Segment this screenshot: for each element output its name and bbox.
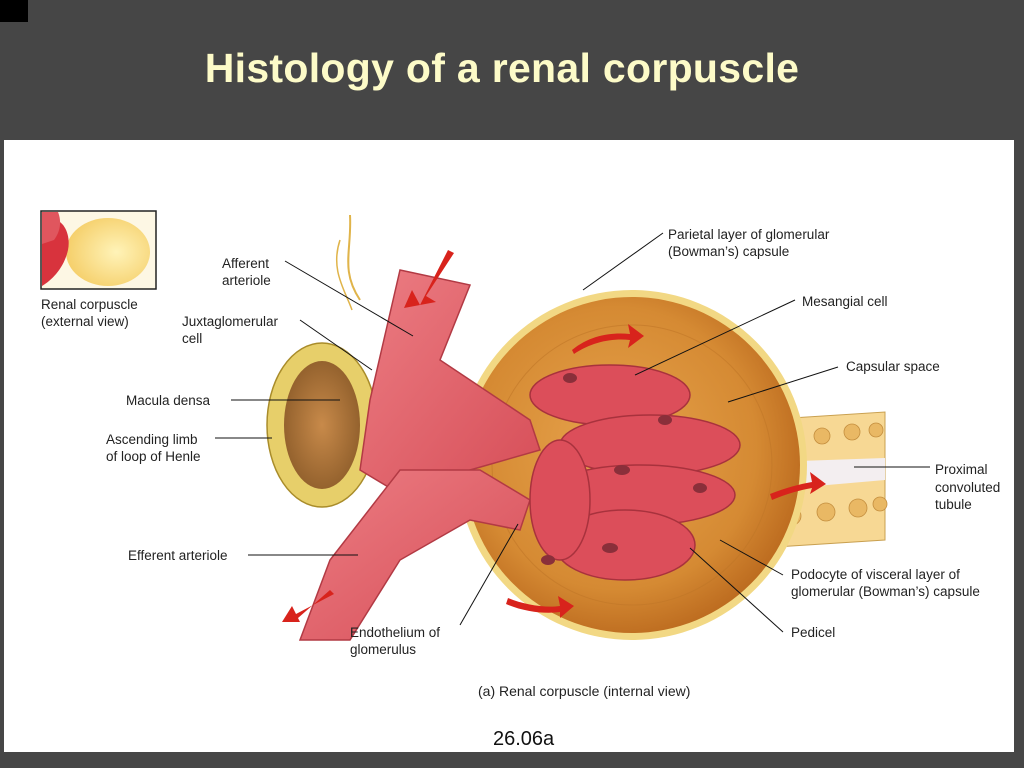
macula-densa-label: Macula densa: [126, 393, 211, 408]
capsular-space-label: Capsular space: [846, 359, 940, 374]
proximal-tubule-label-line3: tubule: [935, 497, 972, 512]
endothelium-label-line2: glomerulus: [350, 642, 417, 657]
efferent-arteriole-label: Efferent arteriole: [128, 548, 228, 563]
podocyte-label-line2: glomerular (Bowman’s) capsule: [791, 584, 980, 599]
parietal-layer-label-line1: Parietal layer of glomerular: [668, 227, 830, 242]
arterioles: [298, 214, 541, 641]
parietal-layer-label-line2: (Bowman’s) capsule: [668, 244, 790, 259]
slide-title: Histology of a renal corpuscle: [204, 45, 800, 91]
ascending-limb-cross-section: [266, 342, 378, 508]
juxtaglomerular-label-line1: Juxtaglomerular: [182, 314, 279, 329]
inset-label-subtitle: (external view): [41, 314, 129, 329]
podocyte-label-line1: Podocyte of visceral layer of: [791, 567, 960, 582]
glomerulus: [529, 364, 741, 581]
proximal-tubule-label-line2: convoluted: [935, 480, 1001, 495]
ascending-limb-label-line1: Ascending limb: [106, 432, 198, 447]
afferent-arteriole-label-line1: Afferent: [222, 256, 270, 271]
ascending-limb-label-line2: of loop of Henle: [106, 449, 201, 464]
mesangial-cells: [541, 373, 707, 565]
flow-arrows: [282, 250, 826, 622]
figure-caption: (a) Renal corpuscle (internal view): [478, 683, 691, 699]
inset-label-title: Renal corpuscle: [41, 297, 138, 312]
endothelium-label-line1: Endothelium of: [350, 625, 441, 640]
juxtaglomerular-label-line2: cell: [182, 331, 203, 346]
afferent-arteriole-label-line2: arteriole: [222, 273, 271, 288]
corner-mark: [0, 0, 28, 22]
figure-number: 26.06a: [493, 728, 555, 750]
mesangial-cell-label: Mesangial cell: [802, 294, 888, 309]
pedicel-label: Pedicel: [791, 625, 836, 640]
proximal-tubule-label-line1: Proximal: [935, 462, 988, 477]
leader-lines: [215, 232, 930, 633]
inset-external-view: [40, 210, 157, 290]
